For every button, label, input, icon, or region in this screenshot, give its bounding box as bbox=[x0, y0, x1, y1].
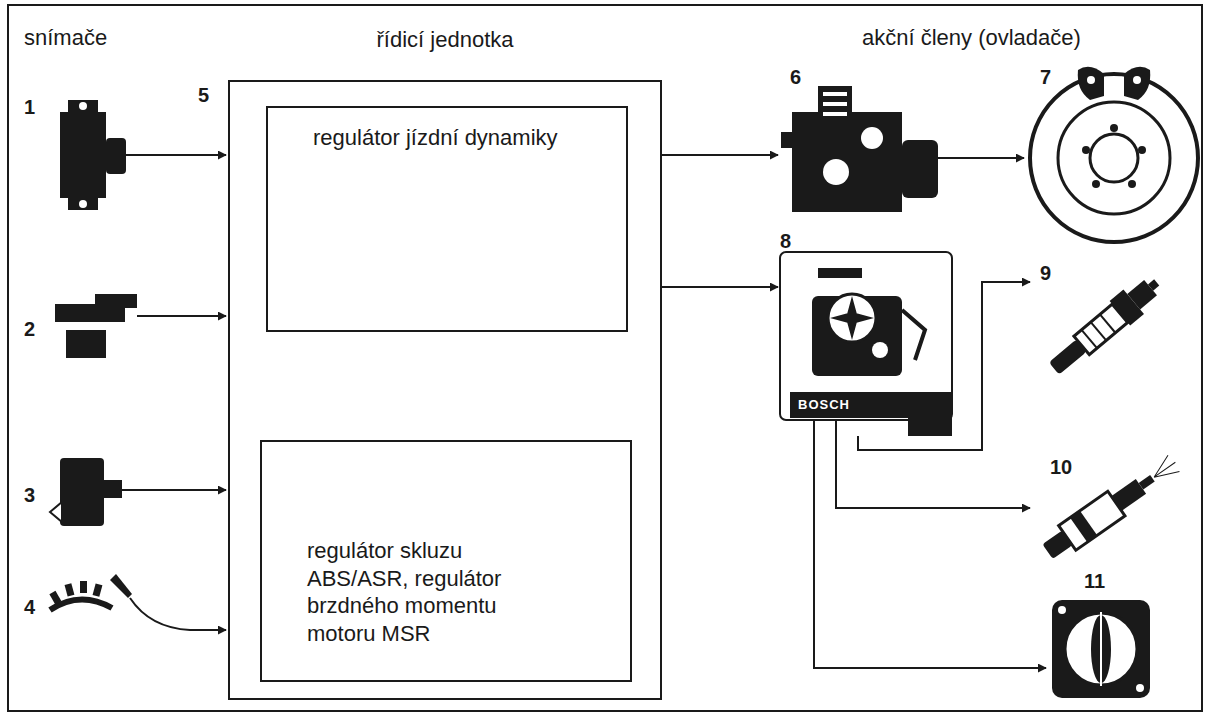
brake-disc bbox=[1030, 67, 1198, 242]
engine-control-unit bbox=[780, 252, 1046, 668]
injector bbox=[1039, 450, 1184, 564]
callout-number: 6 bbox=[790, 66, 801, 88]
callout-number: 3 bbox=[24, 484, 35, 506]
column-heading: řídicí jednotka bbox=[230, 26, 660, 54]
column-heading: akční členy (ovladače) bbox=[862, 26, 1081, 50]
callout-number: 11 bbox=[1084, 570, 1105, 592]
sensor-1 bbox=[60, 100, 226, 210]
box-text: regulátor jízdní dynamiky bbox=[313, 124, 568, 152]
hydraulic-modulator bbox=[781, 86, 1024, 212]
callout-number: 5 bbox=[198, 84, 209, 106]
signal-line bbox=[662, 154, 778, 156]
sensor-2 bbox=[55, 294, 226, 358]
callout-number: 10 bbox=[1050, 456, 1072, 478]
callout-number: 4 bbox=[24, 596, 35, 618]
spark-plug bbox=[1044, 270, 1167, 381]
frame bbox=[8, 5, 1202, 711]
control-unit-box: řídicí jednotkaregulátor jízdní dynamiky… bbox=[228, 80, 662, 700]
callout-number: 9 bbox=[1040, 262, 1051, 284]
signal-line bbox=[662, 286, 778, 288]
callout-number: 1 bbox=[24, 96, 35, 118]
callout-number: 8 bbox=[780, 230, 791, 252]
brand-label: BOSCH bbox=[798, 398, 850, 412]
box-text: regulátor skluzu ABS/ASR, regulátor brzd… bbox=[307, 537, 557, 647]
callout-number: 7 bbox=[1040, 66, 1051, 88]
controller-box: regulátor skluzu ABS/ASR, regulátor brzd… bbox=[260, 440, 632, 682]
callout-number: 2 bbox=[24, 318, 35, 340]
column-heading: snímače bbox=[24, 26, 107, 50]
sensor-3 bbox=[50, 458, 226, 526]
sensor-4 bbox=[49, 574, 226, 630]
controller-box: regulátor jízdní dynamiky bbox=[266, 106, 628, 332]
throttle-body bbox=[1052, 600, 1150, 698]
